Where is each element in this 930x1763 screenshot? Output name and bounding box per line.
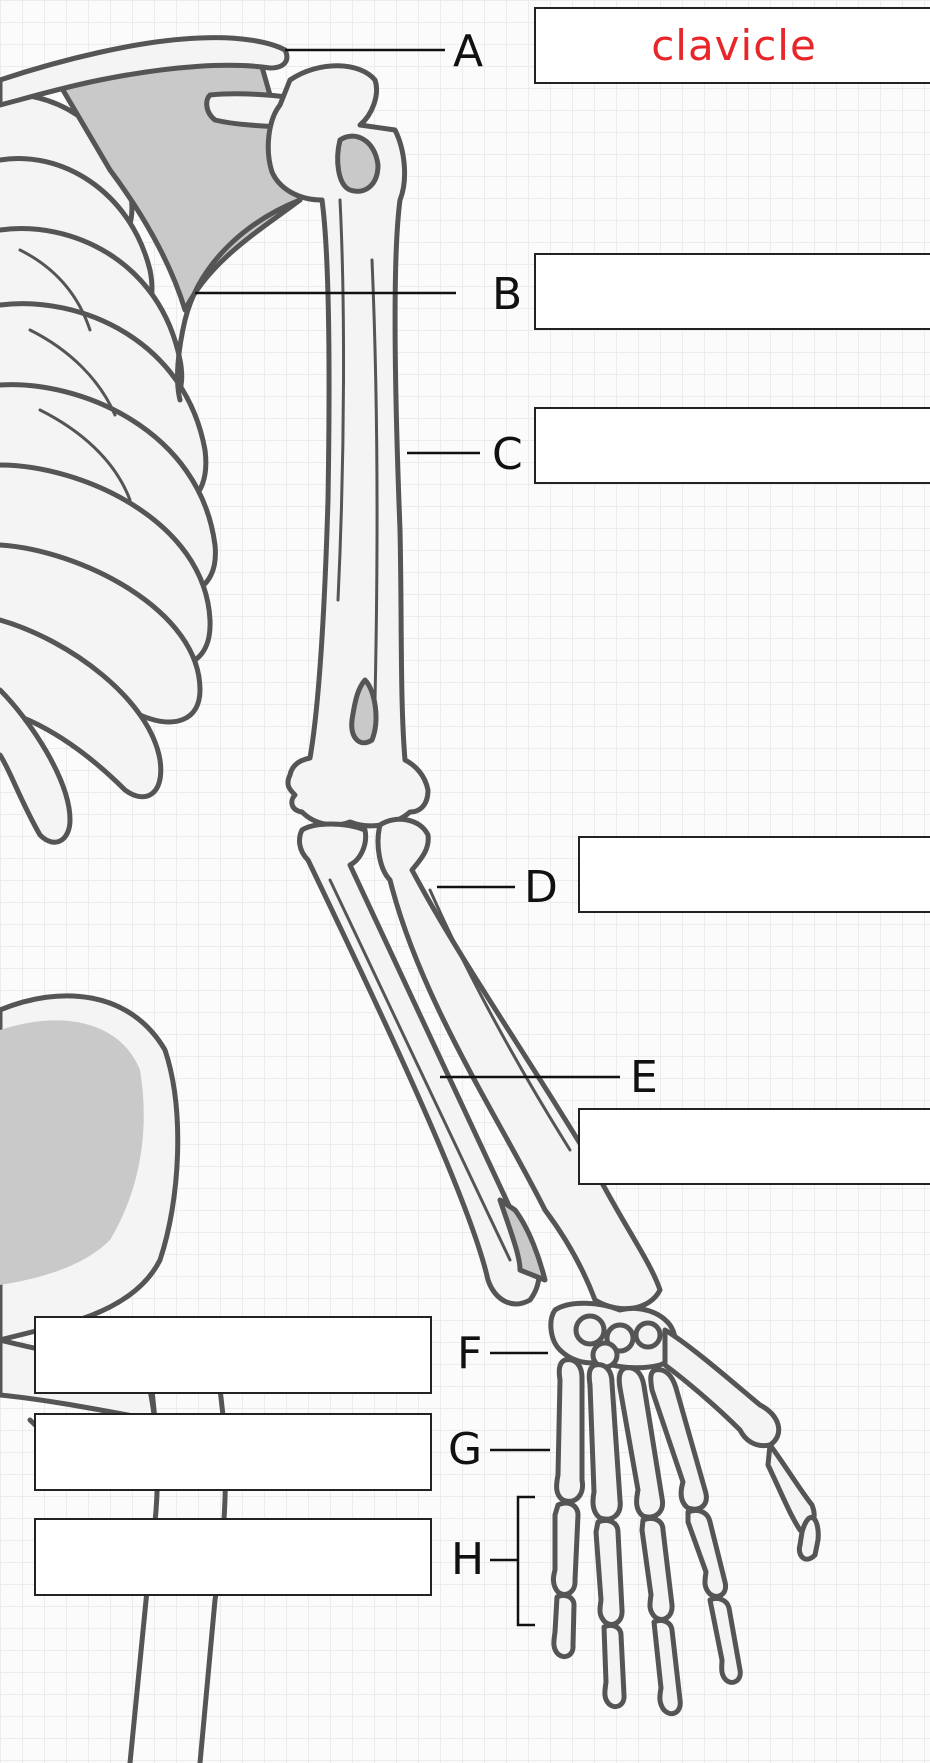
hand	[551, 1303, 818, 1713]
label-letter-e: E	[630, 1056, 658, 1100]
answer-box-c[interactable]	[534, 407, 930, 484]
label-letter-a: A	[453, 30, 483, 74]
label-letter-d: D	[524, 866, 558, 910]
answer-box-e[interactable]	[578, 1108, 930, 1185]
answer-box-b[interactable]	[534, 253, 930, 330]
answer-box-f[interactable]	[34, 1316, 432, 1394]
label-letter-b: B	[492, 273, 522, 317]
answer-box-g[interactable]	[34, 1413, 432, 1491]
label-letter-f: F	[457, 1332, 482, 1376]
label-letter-h: H	[451, 1538, 484, 1582]
label-letter-g: G	[448, 1428, 482, 1472]
label-letter-c: C	[492, 433, 523, 477]
answer-box-h[interactable]	[34, 1518, 432, 1596]
answer-box-a[interactable]: clavicle	[534, 7, 930, 84]
answer-box-d[interactable]	[578, 836, 930, 913]
humerus	[268, 66, 428, 826]
